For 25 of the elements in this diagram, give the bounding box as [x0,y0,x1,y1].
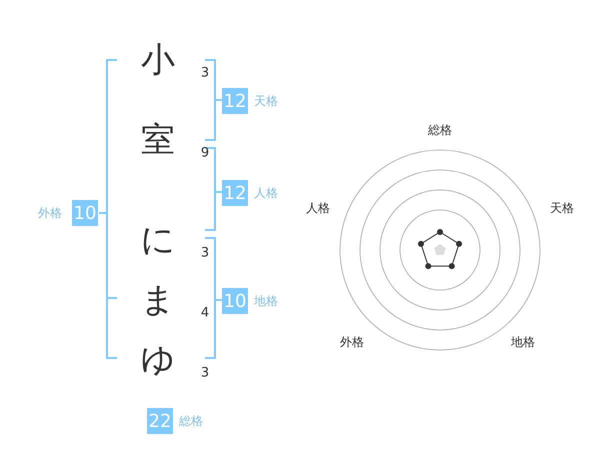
stroke-count: 4 [200,306,210,320]
stroke-count: 3 [200,246,210,260]
stroke-count: 3 [200,366,210,380]
axis-label: 人格 [306,202,330,214]
name-character: ま [140,283,176,317]
score-label: 外格 [38,207,62,219]
score-badge: 10 [222,288,248,314]
axis-label: 外格 [340,336,364,348]
score-badge: 10 [72,200,98,226]
axis-label: 総格 [428,124,452,136]
axis-label: 地格 [511,336,535,348]
stroke-count: 3 [200,66,210,80]
name-character: ゆ [140,343,176,377]
score-badge: 22 [147,408,173,434]
score-badge: 12 [222,180,248,206]
score-label: 総格 [179,415,203,427]
score-label: 地格 [254,295,278,307]
name-character: 小 [141,43,175,77]
name-character: に [140,223,176,257]
score-badge: 12 [222,88,248,114]
name-character: 室 [141,123,175,157]
stroke-count: 9 [200,146,210,160]
axis-label: 天格 [550,202,574,214]
score-label: 天格 [254,95,278,107]
score-label: 人格 [254,187,278,199]
